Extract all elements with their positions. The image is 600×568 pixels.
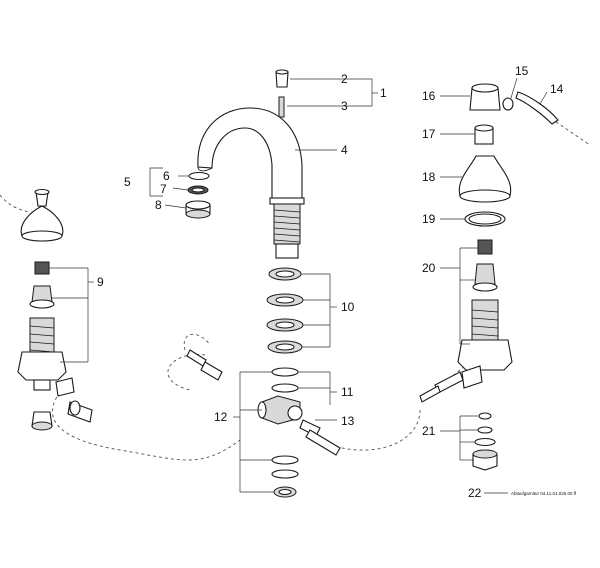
callout-21: 21 — [422, 424, 436, 438]
callout-8: 8 — [155, 198, 162, 212]
callout-6: 6 — [163, 169, 170, 183]
drain-set-note: Ablaufgarnitur 04.11.01.025.00 ff — [511, 491, 577, 496]
callout-3: 3 — [341, 99, 348, 113]
callout-14: 14 — [550, 82, 564, 96]
spout-part — [197, 107, 305, 259]
aerator-parts — [185, 171, 211, 219]
callout-1: 1 — [380, 86, 387, 100]
callout-15: 15 — [515, 64, 529, 78]
callout-13: 13 — [341, 414, 355, 428]
callout-17: 17 — [422, 127, 436, 141]
right-valve-assembly — [457, 83, 559, 471]
callout-10: 10 — [341, 300, 355, 314]
callout-7: 7 — [160, 182, 167, 196]
mounting-washers-part — [266, 267, 304, 354]
callout-labels: 1 2 3 4 5 6 7 8 9 10 11 12 13 14 15 16 1… — [97, 64, 577, 500]
callout-5: 5 — [124, 175, 131, 189]
hose-fittings — [186, 349, 464, 456]
left-valve-assembly — [17, 188, 93, 431]
callout-11: 11 — [341, 385, 354, 399]
lever-cap-part — [275, 69, 289, 118]
callout-12: 12 — [214, 410, 228, 424]
callout-20: 20 — [422, 261, 436, 275]
callout-4: 4 — [341, 143, 348, 157]
callout-16: 16 — [422, 89, 436, 103]
leader-lines — [48, 77, 548, 494]
callout-2: 2 — [341, 72, 348, 86]
callout-22: 22 — [468, 486, 482, 500]
callout-19: 19 — [422, 212, 436, 226]
callout-18: 18 — [422, 170, 436, 184]
callout-9: 9 — [97, 275, 104, 289]
